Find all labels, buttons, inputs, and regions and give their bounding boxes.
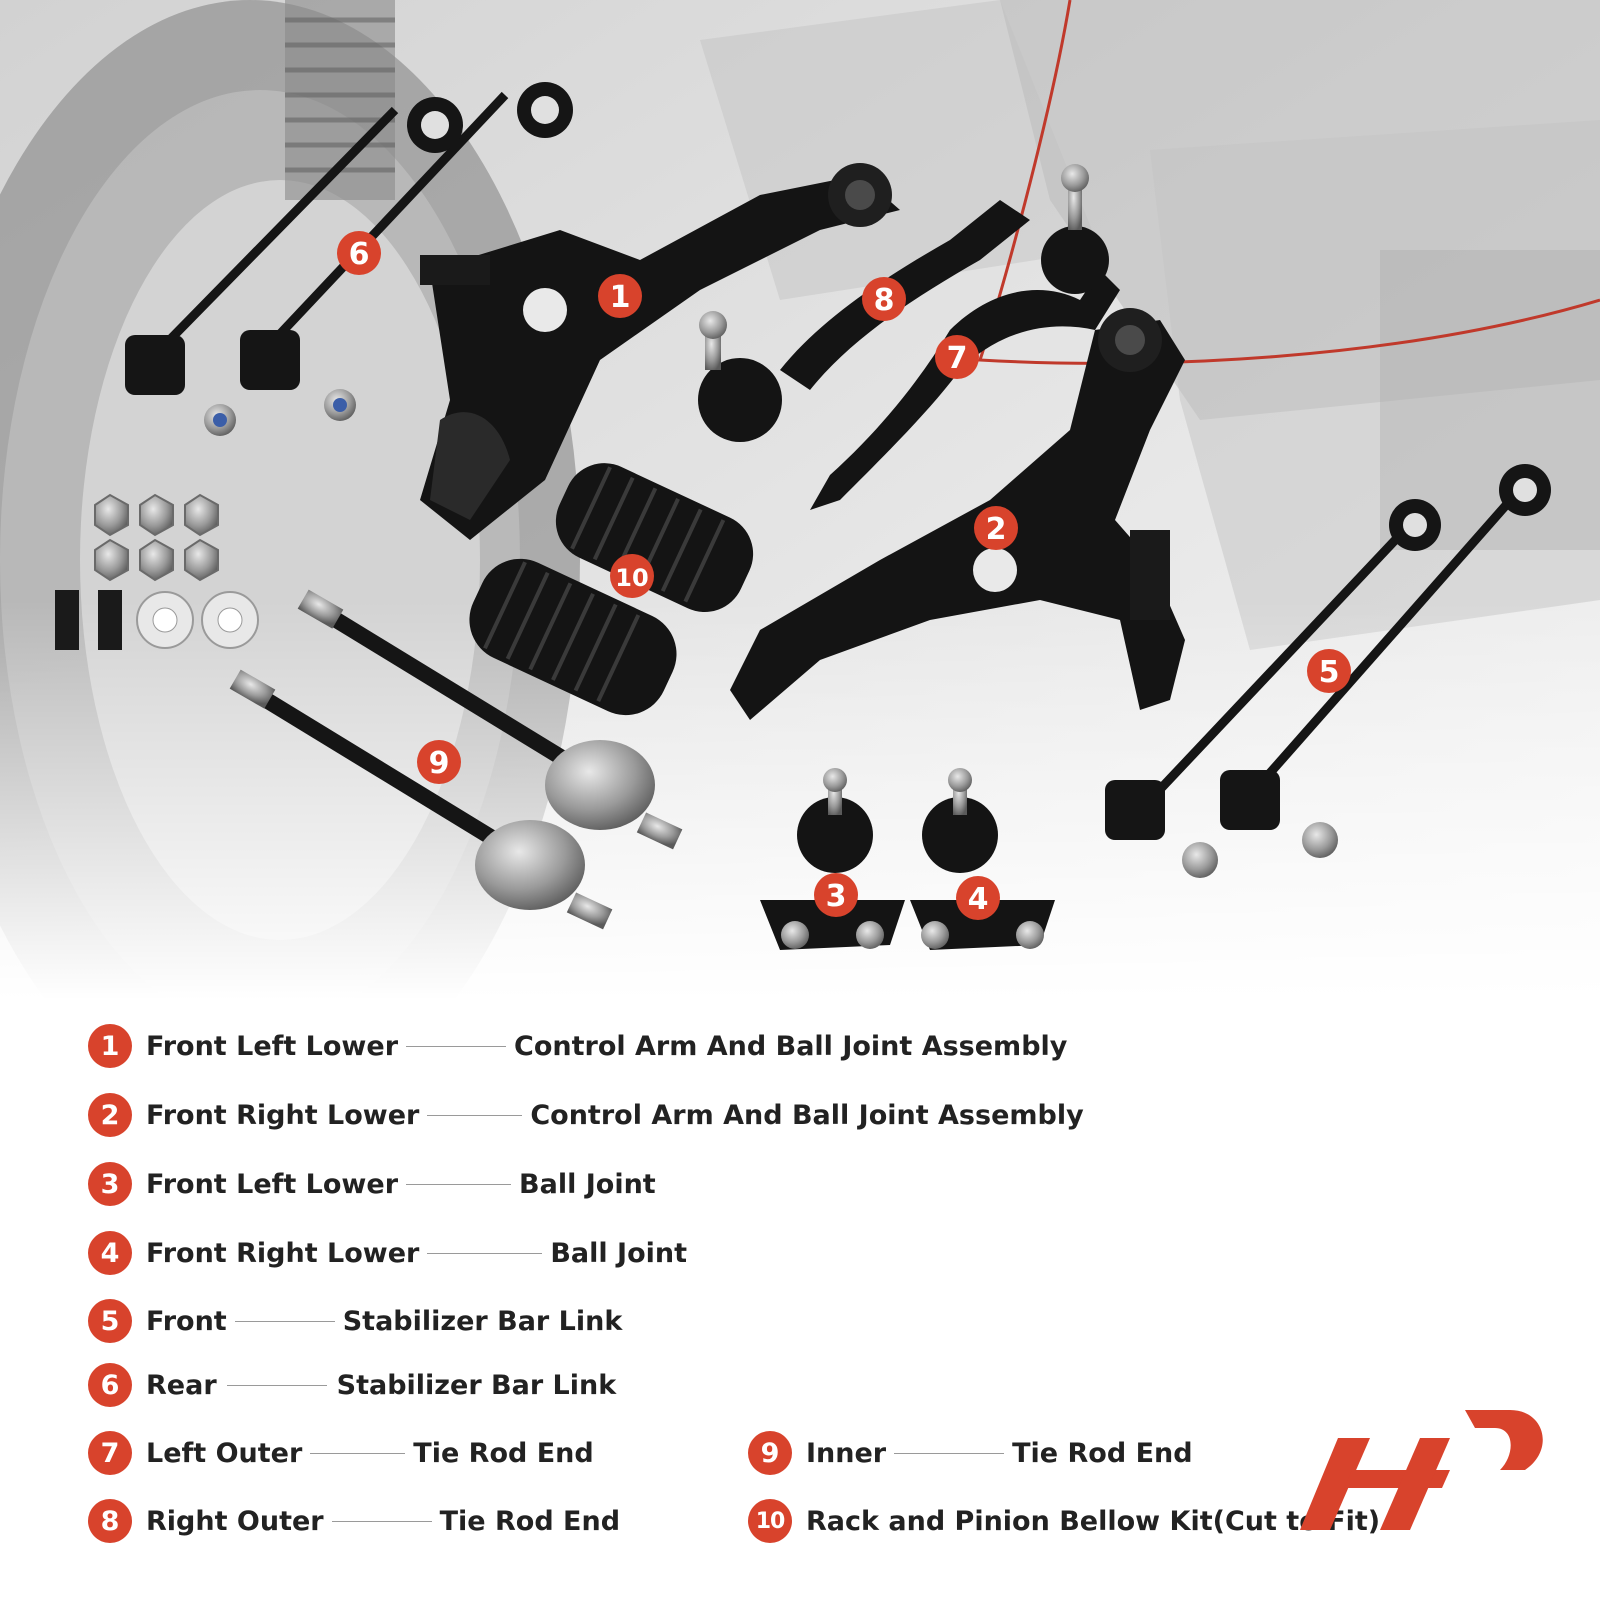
front-left-lower-control-arm <box>420 163 900 540</box>
legend-part: Control Arm And Ball Joint Assembly <box>530 1099 1084 1131</box>
legend-part: Stabilizer Bar Link <box>336 1369 617 1401</box>
front-right-lower-control-arm <box>730 308 1185 720</box>
legend-divider <box>406 1045 507 1047</box>
left-outer-tie-rod-end <box>810 164 1120 510</box>
svg-text:6: 6 <box>349 237 370 272</box>
legend-position: Left Outer <box>146 1437 303 1469</box>
legend-position: Front Right Lower <box>146 1237 420 1269</box>
callout-4: 4 <box>956 876 1000 920</box>
lower-ball-joints <box>760 768 1055 950</box>
legend-item-8: 8 Right Outer Tie Rod End <box>88 1498 620 1544</box>
legend-item-1: 1 Front Left Lower Control Arm And Ball … <box>88 1023 1067 1069</box>
legend-position: Front Left Lower <box>146 1030 399 1062</box>
legend-badge: 1 <box>88 1024 132 1068</box>
legend-divider <box>406 1183 512 1185</box>
svg-text:7: 7 <box>947 341 968 376</box>
legend-item-3: 3 Front Left Lower Ball Joint <box>88 1161 656 1207</box>
legend-part: Stabilizer Bar Link <box>342 1305 623 1337</box>
legend-item-5: 5 Front Stabilizer Bar Link <box>88 1298 622 1344</box>
legend-divider <box>894 1452 1005 1454</box>
legend-divider <box>331 1520 432 1522</box>
svg-text:4: 4 <box>968 882 989 917</box>
svg-text:9: 9 <box>429 746 450 781</box>
callout-7: 7 <box>935 335 979 379</box>
svg-text:2: 2 <box>986 512 1007 547</box>
callout-badges: 1 2 3 4 5 6 7 8 <box>337 231 1351 920</box>
legend-part: Tie Rod End <box>439 1505 621 1537</box>
legend-item-6: 6 Rear Stabilizer Bar Link <box>88 1362 616 1408</box>
callout-3: 3 <box>814 873 858 917</box>
legend-position: Rear <box>146 1369 217 1401</box>
legend-position: Right Outer <box>146 1505 324 1537</box>
callout-1: 1 <box>598 274 642 318</box>
svg-text:10: 10 <box>615 564 648 592</box>
front-stabilizer-bar-links <box>1105 464 1551 878</box>
inner-tie-rod-ends <box>229 589 683 930</box>
legend-part: Control Arm And Ball Joint Assembly <box>514 1030 1068 1062</box>
callout-10: 10 <box>610 554 654 598</box>
callout-5: 5 <box>1307 649 1351 693</box>
legend-badge: 6 <box>88 1363 132 1407</box>
legend-item-2: 2 Front Right Lower Control Arm And Ball… <box>88 1092 1084 1138</box>
background-car-photo <box>0 0 1600 1000</box>
legend-item-4: 4 Front Right Lower Ball Joint <box>88 1230 687 1276</box>
callout-6: 6 <box>337 231 381 275</box>
legend-badge: 9 <box>748 1431 792 1475</box>
callout-9: 9 <box>417 740 461 784</box>
legend-part: Tie Rod End <box>1012 1437 1193 1469</box>
legend-badge: 7 <box>88 1431 132 1475</box>
rack-and-pinion-bellows <box>469 463 754 716</box>
legend-item-10: 10 Rack and Pinion Bellow Kit(Cut to Fit… <box>748 1498 1380 1544</box>
svg-text:3: 3 <box>826 879 847 914</box>
legend-position: Front Right Lower <box>146 1099 420 1131</box>
legend-divider <box>226 1384 327 1386</box>
legend-position: Front Left Lower <box>146 1168 399 1200</box>
legend-badge: 3 <box>88 1162 132 1206</box>
legend-badge: 5 <box>88 1299 132 1343</box>
product-photo: 1 2 3 4 5 6 7 8 <box>0 0 1600 1000</box>
legend-part: Tie Rod End <box>413 1437 594 1469</box>
legend-divider <box>234 1320 335 1322</box>
legend-badge: 10 <box>748 1499 792 1543</box>
legend-divider <box>427 1252 543 1254</box>
svg-text:5: 5 <box>1319 655 1340 690</box>
hardware-nuts-bolts <box>55 493 259 650</box>
svg-text:1: 1 <box>610 280 631 315</box>
legend-item-7: 7 Left Outer Tie Rod End <box>88 1430 594 1476</box>
legend-part: Ball Joint <box>550 1237 688 1269</box>
legend-badge: 8 <box>88 1499 132 1543</box>
legend-badge: 2 <box>88 1093 132 1137</box>
legend-divider <box>427 1114 523 1116</box>
legend-position: Front <box>146 1305 227 1337</box>
legend-part: Ball Joint <box>519 1168 656 1200</box>
svg-text:8: 8 <box>874 283 895 318</box>
rear-stabilizer-bar-links <box>125 82 573 436</box>
parts-legend: 1 Front Left Lower Control Arm And Ball … <box>0 1000 1600 1600</box>
legend-position: Inner <box>806 1437 887 1469</box>
callout-2: 2 <box>974 506 1018 550</box>
legend-badge: 4 <box>88 1231 132 1275</box>
legend-position: Rack and Pinion Bellow Kit(Cut to Fit) <box>806 1505 1381 1537</box>
legend-item-9: 9 Inner Tie Rod End <box>748 1430 1193 1476</box>
brand-logo-icon <box>1300 1410 1543 1530</box>
legend-divider <box>310 1452 406 1454</box>
callout-8: 8 <box>862 277 906 321</box>
